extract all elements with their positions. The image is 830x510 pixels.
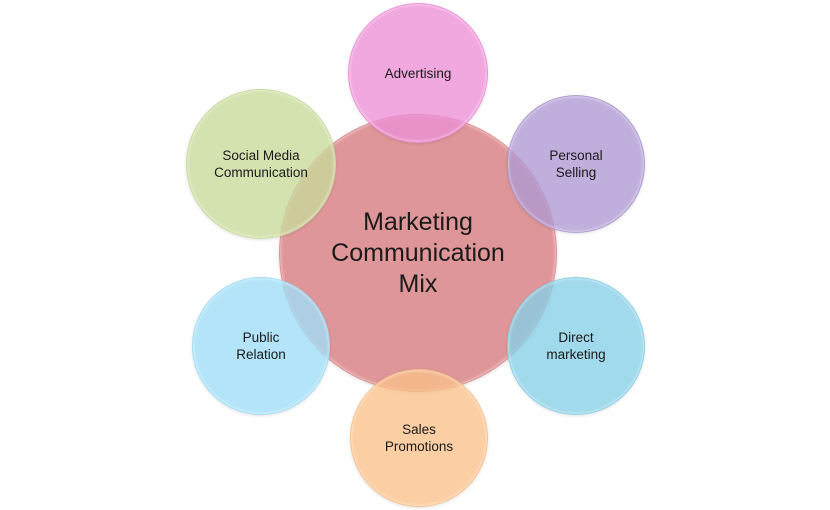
circle-advertising: Advertising bbox=[348, 3, 488, 143]
sales-promotions-label: Sales Promotions bbox=[384, 422, 454, 454]
social-media-communication-label: Social Media Communication bbox=[214, 148, 308, 180]
circle-personal-selling: Personal Selling bbox=[507, 95, 645, 233]
advertising-label: Advertising bbox=[384, 65, 452, 81]
circle-sales-promotions: Sales Promotions bbox=[350, 369, 488, 507]
circle-public-relation: Public Relation bbox=[192, 277, 330, 415]
personal-selling-label: Personal Selling bbox=[549, 148, 603, 180]
direct-marketing-label: Direct marketing bbox=[546, 330, 606, 362]
circle-direct-marketing: Direct marketing bbox=[507, 277, 645, 415]
public-relation-label: Public Relation bbox=[236, 330, 286, 362]
circle-social-media-communication: Social Media Communication bbox=[186, 89, 336, 239]
center-label: Marketing Communication Mix bbox=[331, 207, 505, 298]
